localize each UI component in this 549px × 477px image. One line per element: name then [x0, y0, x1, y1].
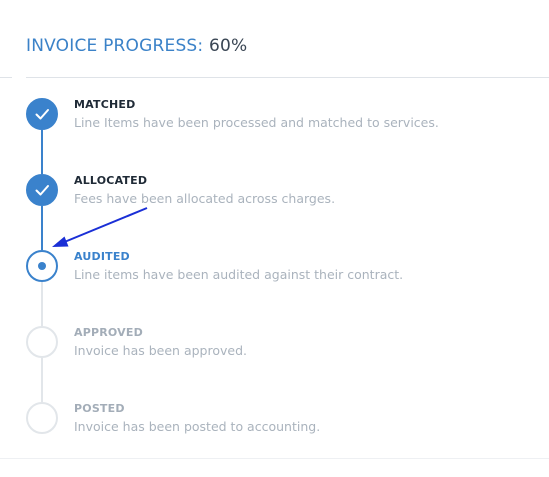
divider-left [0, 77, 12, 78]
step-description: Line Items have been processed and match… [74, 115, 439, 130]
header-divider [26, 77, 549, 78]
step-title: ALLOCATED [74, 174, 148, 187]
step-description: Line items have been audited against the… [74, 267, 404, 282]
step-description: Invoice has been posted to accounting. [74, 419, 321, 434]
step-title: POSTED [74, 402, 125, 415]
step-description: Invoice has been approved. [74, 343, 247, 358]
connector-line [41, 282, 43, 326]
empty-circle-icon [26, 326, 58, 358]
step-title: APPROVED [74, 326, 143, 339]
current-step-icon [26, 250, 58, 282]
step-title: MATCHED [74, 98, 136, 111]
check-icon [26, 174, 58, 206]
connector-line [41, 358, 43, 402]
current-dot-icon [38, 262, 46, 270]
title-label: INVOICE PROGRESS: [26, 36, 204, 56]
step-title: AUDITED [74, 250, 130, 263]
empty-circle-icon [26, 402, 58, 434]
footer-divider [0, 458, 549, 459]
connector-line [41, 206, 43, 250]
connector-line [41, 130, 43, 174]
page-title: INVOICE PROGRESS: 60% [26, 36, 247, 56]
step-description: Fees have been allocated across charges. [74, 191, 336, 206]
check-icon [26, 98, 58, 130]
progress-percentage: 60% [208, 36, 248, 56]
